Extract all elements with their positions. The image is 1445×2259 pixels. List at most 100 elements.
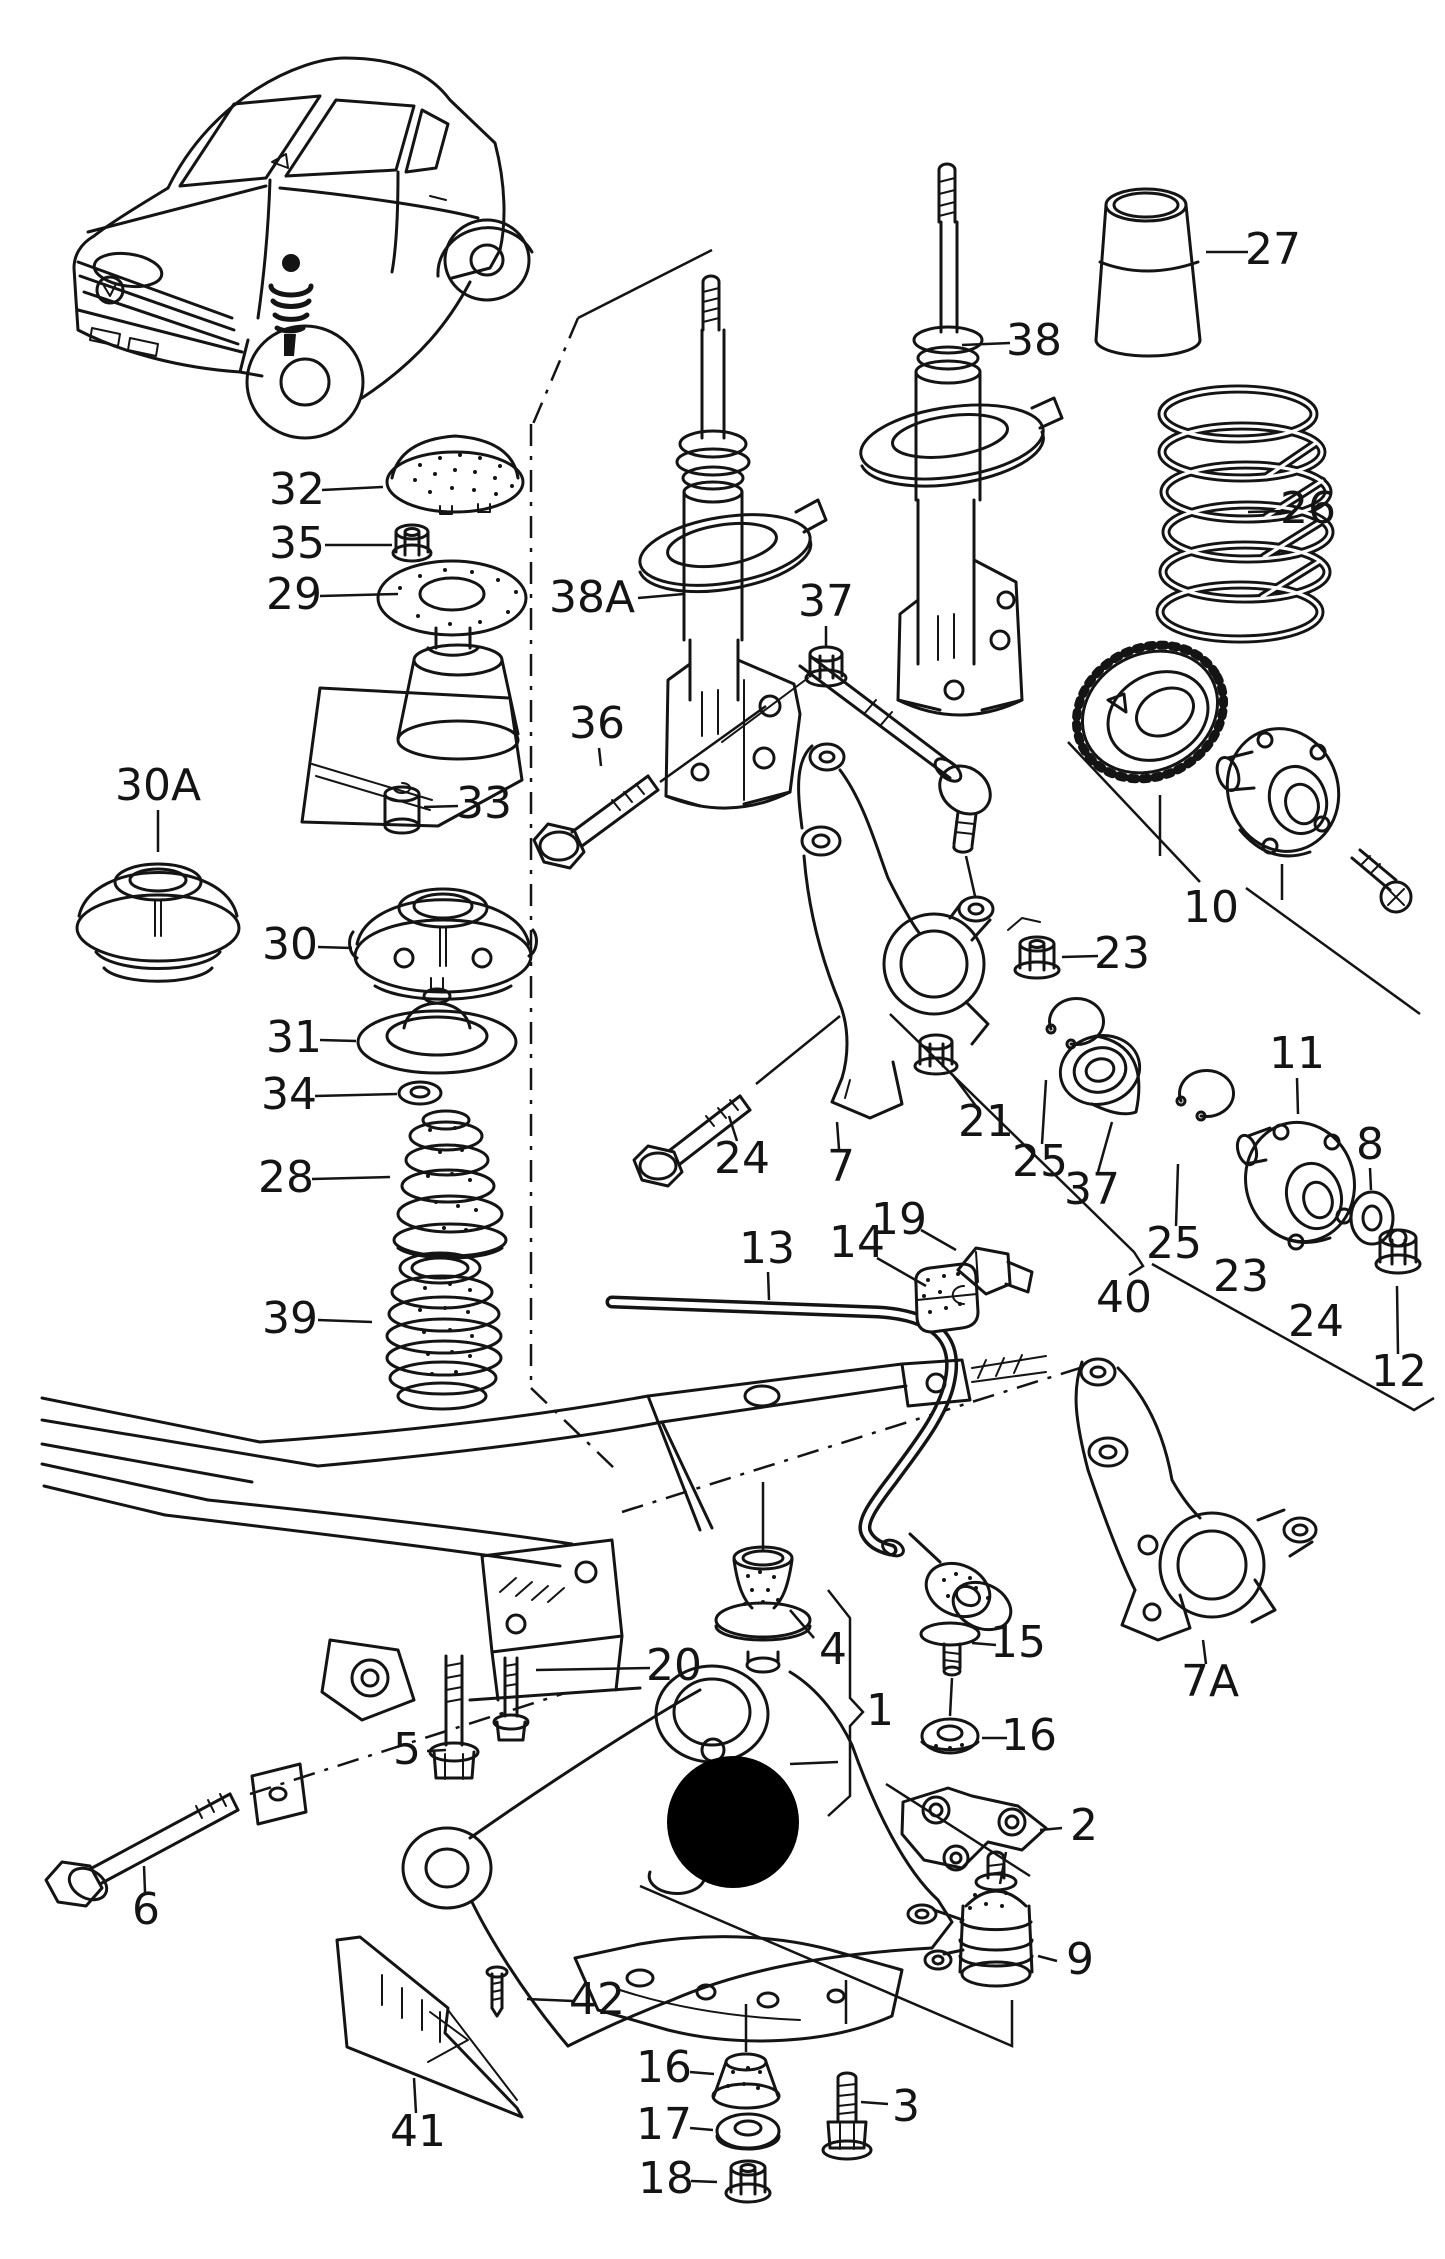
part-label-36-11: 36 (569, 698, 625, 749)
part-label-16-45: 16 (636, 2042, 692, 2093)
part-label-37-12: 37 (798, 576, 854, 627)
stabilizer-bar-13 (605, 1295, 959, 1558)
part-label-7A-33: 7A (1181, 1656, 1239, 1707)
part-label-3-48: 3 (892, 2081, 920, 2132)
redaction-dot (667, 1756, 799, 1888)
steering-knuckle-7 (797, 742, 995, 1120)
leader-line-7A-33 (1201, 1639, 1208, 1665)
part-label-17-46: 17 (636, 2099, 692, 2150)
leader-line-17-46 (689, 2126, 714, 2132)
leader-line-38-13 (961, 341, 1011, 347)
mount-disc-29 (376, 559, 528, 657)
strut-mount-30 (348, 887, 538, 1001)
leader-line-8-26 (1368, 1167, 1373, 1191)
spring-seat-31 (356, 977, 518, 1075)
part-label-20-36: 20 (646, 1640, 702, 1691)
bolt-6 (44, 1762, 308, 1908)
leader-line-38A-10 (637, 592, 685, 600)
part-label-30A-3: 30A (115, 760, 201, 811)
leader-line-13-30 (766, 1271, 771, 1301)
part-label-39-9: 39 (262, 1293, 318, 1344)
leader-line-16-45 (689, 2070, 715, 2076)
leader-line-18-47 (690, 2179, 718, 2184)
leader-line-14-31 (876, 1256, 927, 1288)
bolt-24 (632, 1094, 752, 1188)
clamp-19 (956, 1246, 1034, 1296)
nut-18 (724, 2159, 772, 2204)
nut-35 (391, 523, 433, 563)
part-label-25-21: 25 (1146, 1218, 1202, 1269)
part-label-26-15: 26 (1280, 483, 1336, 534)
part-label-23-17: 23 (1094, 928, 1150, 979)
bolt-3 (821, 2071, 873, 2161)
leader-line-7-29 (835, 1121, 841, 1150)
abs-ring-and-hub-10 (1071, 640, 1413, 914)
part-label-23-23: 23 (1213, 1251, 1269, 1302)
strut-38 (859, 162, 1064, 717)
strut-38A (638, 274, 828, 810)
leader-line-21-18 (951, 1073, 977, 1107)
leader-line-33-4 (423, 804, 459, 809)
part-label-38-13: 38 (1006, 315, 1062, 366)
part-label-16-38: 16 (1001, 1710, 1057, 1761)
part-label-12-27: 12 (1371, 1346, 1427, 1397)
stabilizer-link-15 (908, 1532, 1013, 1677)
part-label-1-37: 1 (866, 1685, 894, 1736)
leader-line-26-15 (1247, 509, 1285, 514)
part-label-18-47: 18 (638, 2153, 694, 2204)
bolt-20 (492, 1656, 530, 1742)
part-label-15-35: 15 (990, 1617, 1046, 1668)
leader-line-30-5 (317, 945, 353, 950)
nut-16-link (920, 1717, 980, 1755)
circlip-25-left (1045, 996, 1106, 1050)
leader-line-25-21 (1174, 1163, 1180, 1227)
leader-line-3-48 (860, 2100, 889, 2106)
part-label-41-44: 41 (390, 2106, 446, 2157)
steering-knuckle-7A (1074, 1357, 1318, 1642)
leader-line-5-39 (426, 1748, 447, 1753)
stabilizer-bushing-14 (914, 1262, 980, 1334)
part-label-32-0: 32 (269, 464, 325, 515)
wheel-hub-11 (1235, 1120, 1356, 1251)
part-label-35-1: 35 (269, 518, 325, 569)
bolt-36 (532, 774, 660, 870)
leader-line-41-44 (412, 2077, 418, 2114)
part-label-9-41: 9 (1066, 1934, 1094, 1985)
part-label-11-25: 11 (1269, 1028, 1325, 1079)
suspension-highlight-marker (282, 254, 300, 356)
part-label-7-29: 7 (827, 1141, 855, 1192)
part-label-38A-10: 38A (549, 572, 635, 623)
leader-line-4-34 (789, 1609, 815, 1639)
circlip-25-right (1175, 1068, 1236, 1122)
leader-line-2-40 (1039, 1826, 1063, 1832)
strut-mount-30A (75, 862, 241, 983)
part-label-24-24: 24 (1288, 1296, 1344, 1347)
cap-32 (385, 434, 525, 515)
part-label-31-6: 31 (266, 1012, 322, 1063)
bushing-4 (714, 1545, 812, 1674)
cone-and-bracket-plate (300, 643, 524, 828)
leader-line-39-9 (317, 1318, 373, 1324)
bolt-42 (485, 1965, 509, 2018)
bump-stop-28 (392, 1109, 508, 1260)
leader-line-19-32 (920, 1228, 957, 1252)
ball-joint-9 (906, 1850, 1034, 1988)
part-label-5-39: 5 (393, 1724, 421, 1775)
nut-21 (913, 1033, 959, 1076)
part-label-19-32: 19 (871, 1194, 927, 1245)
wheel-bearing-40 (1058, 1034, 1142, 1116)
tie-rod-end (798, 654, 992, 854)
part-label-27-14: 27 (1245, 224, 1301, 275)
leader-line-31-6 (319, 1038, 357, 1043)
part-label-2-40: 2 (1070, 1800, 1098, 1851)
part-label-8-26: 8 (1356, 1119, 1384, 1170)
leader-line-34-7 (314, 1092, 398, 1098)
nut-23 (1007, 917, 1061, 980)
part-label-42-43: 42 (569, 1974, 625, 2025)
leader-line-29-2 (319, 592, 399, 598)
leader-line-9-41 (1037, 1954, 1058, 1963)
leader-line-11-25 (1295, 1077, 1300, 1115)
bolt-5 (428, 1654, 480, 1780)
leader-line-32-0 (321, 485, 384, 492)
